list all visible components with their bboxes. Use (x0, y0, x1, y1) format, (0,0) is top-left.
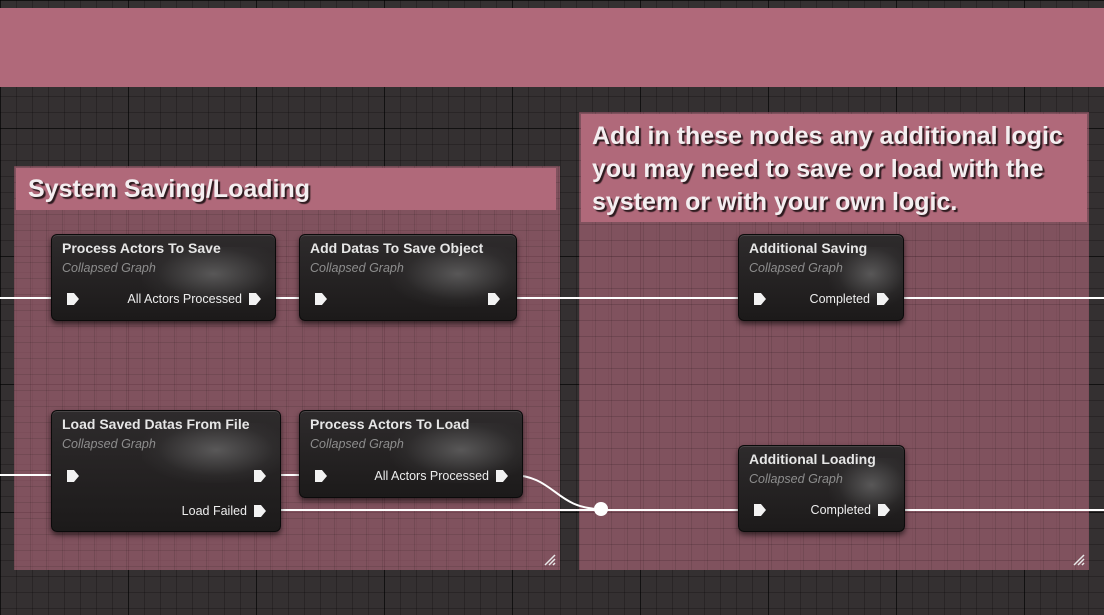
exec-out-pin-icon[interactable] (254, 505, 266, 517)
exec-in-pin-icon[interactable] (315, 470, 327, 482)
node-subtitle: Collapsed Graph (310, 437, 404, 451)
exec-in-pin-icon[interactable] (67, 293, 79, 305)
exec-in-pin-icon[interactable] (754, 293, 766, 305)
exec-out-pin-icon[interactable] (877, 293, 889, 305)
exec-in-pin-icon[interactable] (754, 504, 766, 516)
exec-out-label: All Actors Processed (127, 292, 242, 306)
comment-header[interactable]: Add in these nodes any additional logic … (581, 114, 1087, 222)
exec-in-pin-icon[interactable] (67, 470, 79, 482)
resize-grip-icon[interactable] (542, 552, 556, 566)
node-title: Load Saved Datas From File (62, 416, 250, 432)
node-title: Process Actors To Load (310, 416, 470, 432)
node-process-actors-to-save[interactable]: Process Actors To Save Collapsed Graph A… (51, 234, 276, 321)
node-process-actors-to-load[interactable]: Process Actors To Load Collapsed Graph A… (299, 410, 523, 498)
comment-title: Add in these nodes any additional logic … (592, 122, 1063, 216)
node-additional-loading[interactable]: Additional Loading Collapsed Graph Compl… (738, 445, 905, 532)
exec-out-pin-icon[interactable] (249, 293, 261, 305)
system-saving-loading-comment[interactable]: System Saving/Loading (14, 166, 560, 570)
exec-in-pin-icon[interactable] (315, 293, 327, 305)
exec-wire (509, 474, 602, 510)
exec-out-pin-icon[interactable] (496, 470, 508, 482)
node-additional-saving[interactable]: Additional Saving Collapsed Graph Comple… (738, 234, 904, 321)
exec-out-pin-icon[interactable] (254, 470, 266, 482)
comment-title: System Saving/Loading (28, 175, 311, 203)
node-load-saved-datas-from-file[interactable]: Load Saved Datas From File Collapsed Gra… (51, 410, 281, 532)
node-title: Additional Loading (749, 451, 876, 467)
node-title: Additional Saving (749, 240, 868, 256)
node-subtitle: Collapsed Graph (310, 261, 404, 275)
node-title: Add Datas To Save Object (310, 240, 484, 256)
exec-out-label: Load Failed (181, 504, 247, 518)
exec-out-pin-icon[interactable] (488, 293, 500, 305)
node-add-datas-to-save-object[interactable]: Add Datas To Save Object Collapsed Graph (299, 234, 517, 321)
reroute-node[interactable] (594, 502, 608, 516)
top-banner-comment[interactable] (0, 8, 1104, 87)
node-subtitle: Collapsed Graph (62, 437, 156, 451)
comment-body (14, 166, 560, 570)
exec-out-label: Completed (810, 503, 871, 517)
comment-header[interactable]: System Saving/Loading (16, 168, 556, 210)
resize-grip-icon[interactable] (1071, 552, 1085, 566)
exec-out-label: Completed (809, 292, 870, 306)
exec-out-pin-icon[interactable] (878, 504, 890, 516)
exec-out-label: All Actors Processed (374, 469, 489, 483)
node-subtitle: Collapsed Graph (749, 261, 843, 275)
node-subtitle: Collapsed Graph (749, 472, 843, 486)
node-subtitle: Collapsed Graph (62, 261, 156, 275)
node-title: Process Actors To Save (62, 240, 221, 256)
top-banner-header (0, 8, 1104, 87)
